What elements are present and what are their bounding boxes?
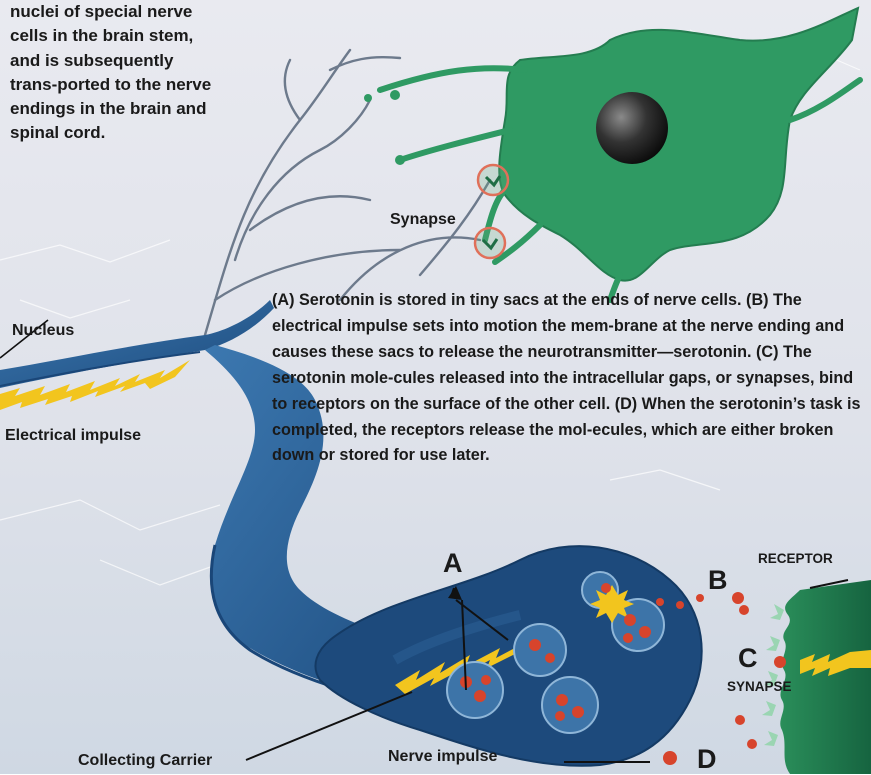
label-nerve-impulse: Nerve impulse xyxy=(388,748,497,766)
label-collecting-carrier: Collecting Carrier xyxy=(78,752,212,770)
label-b: B xyxy=(708,565,728,596)
receptor-membrane xyxy=(780,580,871,774)
label-synapse-top: Synapse xyxy=(390,211,456,229)
label-receptor: RECEPTOR xyxy=(758,551,833,566)
synapse-circle-lower xyxy=(475,228,505,258)
label-d: D xyxy=(697,744,717,775)
diagram-caption: (A) Serotonin is stored in tiny sacs at … xyxy=(272,288,866,469)
intro-text: nuclei of special nerve cells in the bra… xyxy=(10,0,225,146)
label-nucleus: Nucleus xyxy=(12,322,74,340)
label-synapse-bottom: SYNAPSE xyxy=(727,679,792,694)
label-electrical-impulse: Electrical impulse xyxy=(5,427,141,445)
label-a: A xyxy=(443,548,463,579)
label-c: C xyxy=(738,643,758,674)
neuron-nucleus xyxy=(596,92,668,164)
synapse-circle-upper xyxy=(478,165,508,195)
